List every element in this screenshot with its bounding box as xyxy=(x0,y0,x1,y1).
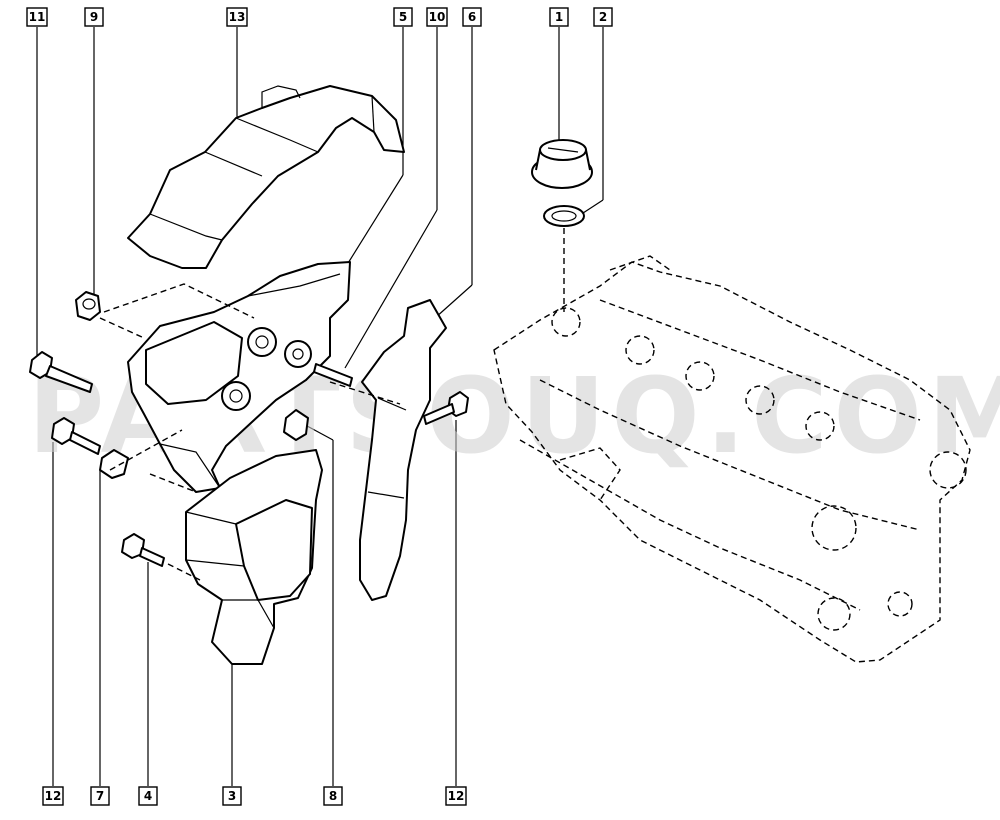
leader-lines xyxy=(36,27,604,786)
svg-text:9: 9 xyxy=(90,10,98,24)
small-parts xyxy=(29,139,593,567)
part-8-bushing xyxy=(283,409,309,441)
svg-text:11: 11 xyxy=(29,10,46,24)
part-10-stud xyxy=(313,363,353,387)
part-11-bolt xyxy=(29,351,93,393)
part-5-timing-housing xyxy=(127,261,351,493)
callout-1: 1 xyxy=(549,7,569,27)
part-1-filler-cap xyxy=(531,139,593,189)
svg-text:7: 7 xyxy=(96,789,104,803)
callout-10: 10 xyxy=(426,7,448,27)
callout-5: 5 xyxy=(393,7,413,27)
part-12-bolt-left xyxy=(51,417,101,455)
part-6-rear-plate xyxy=(359,299,447,601)
svg-text:12: 12 xyxy=(448,789,465,803)
part-3-lower-cover xyxy=(185,449,323,665)
svg-text:10: 10 xyxy=(429,10,446,24)
dashed-guide-lines xyxy=(99,228,565,581)
callout-9: 9 xyxy=(84,7,104,27)
callout-12-left: 12 xyxy=(42,786,64,806)
svg-text:13: 13 xyxy=(229,10,246,24)
part-2-seal-ring xyxy=(543,205,585,227)
svg-text:5: 5 xyxy=(399,10,407,24)
callout-8: 8 xyxy=(323,786,343,806)
svg-text:8: 8 xyxy=(329,789,337,803)
callout-4: 4 xyxy=(138,786,158,806)
svg-text:12: 12 xyxy=(45,789,62,803)
callout-7: 7 xyxy=(90,786,110,806)
callout-13: 13 xyxy=(226,7,248,27)
svg-text:1: 1 xyxy=(555,10,563,24)
part-12-bolt-right xyxy=(423,391,469,425)
part-9-nut xyxy=(75,291,101,321)
callout-6: 6 xyxy=(462,7,482,27)
svg-text:6: 6 xyxy=(468,10,476,24)
callout-2: 2 xyxy=(593,7,613,27)
part-13-upper-cover xyxy=(127,85,405,269)
svg-text:3: 3 xyxy=(228,789,236,803)
svg-text:4: 4 xyxy=(144,789,152,803)
callout-3: 3 xyxy=(222,786,242,806)
callout-11: 11 xyxy=(26,7,48,27)
part-7-spacer xyxy=(99,449,129,479)
svg-text:2: 2 xyxy=(599,10,607,24)
callout-12-right: 12 xyxy=(445,786,467,806)
part-4-bolt xyxy=(121,533,165,567)
cylinder-head xyxy=(493,255,971,663)
callout-labels: 11 9 13 5 10 6 1 2 12 7 4 3 8 12 xyxy=(26,7,613,806)
